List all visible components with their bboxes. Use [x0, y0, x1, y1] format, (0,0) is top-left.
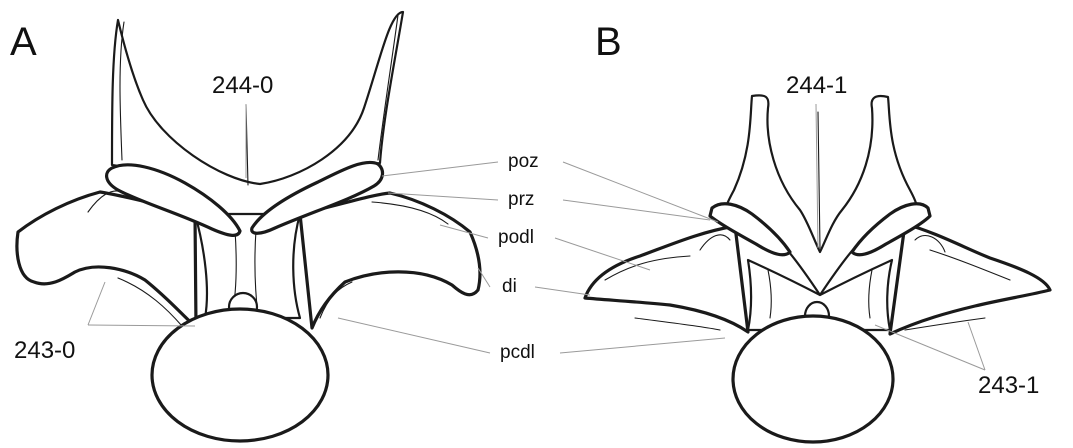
label-244-1: 244-1	[786, 72, 847, 99]
label-prz: prz	[508, 189, 534, 210]
leader-243-1-right	[968, 322, 985, 370]
label-243-1: 243-1	[978, 372, 1039, 399]
panel-label-a: A	[10, 20, 37, 64]
leader-poz-b	[563, 162, 718, 222]
vertebra-b-pcdl-left	[635, 318, 720, 330]
panel-label-b: B	[595, 20, 622, 64]
vertebra-b-right-process	[890, 224, 1050, 334]
vertebra-a-right-process	[300, 193, 480, 328]
label-243-0: 243-0	[14, 337, 75, 364]
label-pcdl: pcdl	[500, 342, 535, 363]
leader-poz-a	[382, 162, 498, 176]
label-poz: poz	[508, 151, 539, 172]
vertebra-b-left-process	[585, 226, 748, 332]
vertebra-b-spine-midline	[818, 112, 820, 248]
vertebra-b-centrum	[733, 316, 893, 442]
leader-pcdl-a	[338, 318, 490, 353]
leader-di-b	[535, 287, 590, 295]
leader-243-0-left	[88, 282, 105, 325]
label-podl: podl	[498, 227, 534, 248]
leader-podl-b	[555, 238, 650, 270]
leader-243-0-right	[88, 325, 195, 326]
label-di: di	[502, 276, 517, 297]
leader-pcdl-b	[560, 338, 725, 353]
label-244-0: 244-0	[212, 72, 273, 99]
vertebra-a-centrum	[152, 309, 328, 441]
